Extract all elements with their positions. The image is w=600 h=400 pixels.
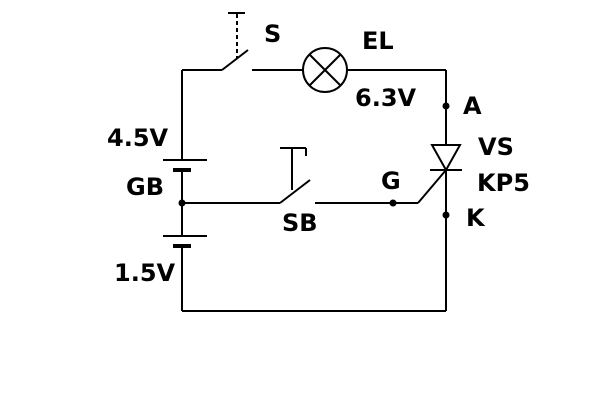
label-battery: GB [126,173,164,201]
thyristor-vs-icon [430,144,462,173]
junction-dot-cathode [442,211,450,219]
label-lamp: EL [362,27,394,55]
label-battery-upper-voltage: 4.5V [107,124,169,152]
wire-gate-lead [417,169,447,204]
button-sb-blade [279,179,311,204]
label-switch-s: S [264,20,281,48]
label-lamp-voltage: 6.3V [355,84,417,112]
switch-s-blade [221,49,249,71]
junction-dot-anode [442,102,450,110]
label-anode: A [463,92,482,120]
label-battery-lower-voltage: 1.5V [114,259,176,287]
label-gate: G [381,167,401,195]
label-thyristor: VS [478,133,514,161]
junction-dot-battery-mid [178,199,186,207]
label-button: SB [282,209,318,237]
label-cathode: K [466,204,486,232]
lamp-el-icon [302,47,348,93]
junction-dot-gate [389,199,397,207]
label-thyristor-model: KP5 [477,169,530,197]
